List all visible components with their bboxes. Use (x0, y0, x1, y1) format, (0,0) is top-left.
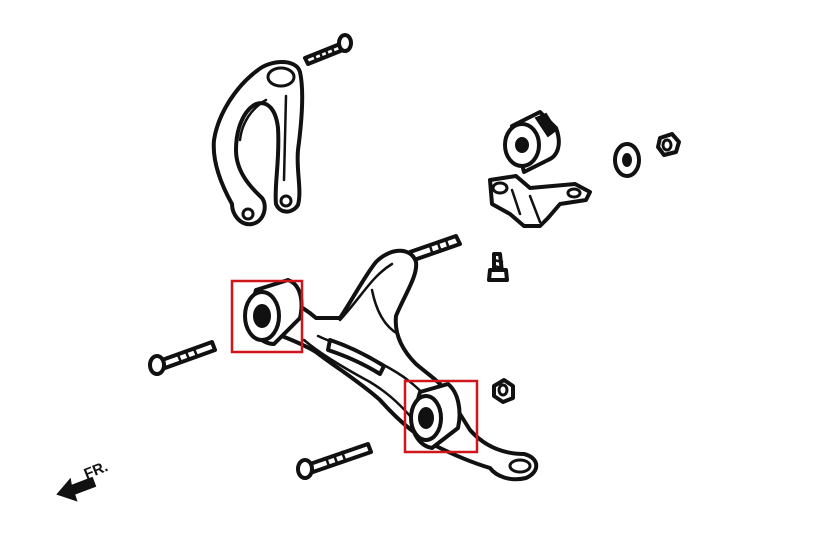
bracket (488, 174, 592, 228)
front-bushing (409, 382, 462, 450)
long-bolt-bottom (296, 442, 373, 480)
lower-control-arm (266, 234, 539, 482)
top-bolt (303, 33, 353, 66)
washer (613, 142, 641, 178)
long-bolt-left (148, 340, 217, 376)
nut-top-right (656, 132, 681, 157)
front-bushing-highlight-box (403, 379, 479, 454)
small-bolt (487, 252, 509, 282)
direction-arrow-icon (56, 476, 97, 502)
upper-control-arm (211, 60, 305, 227)
bushing-cylinder (503, 110, 561, 174)
rear-bushing (243, 278, 304, 346)
nut-middle (492, 378, 515, 404)
rear-bushing-highlight-box (230, 279, 304, 354)
